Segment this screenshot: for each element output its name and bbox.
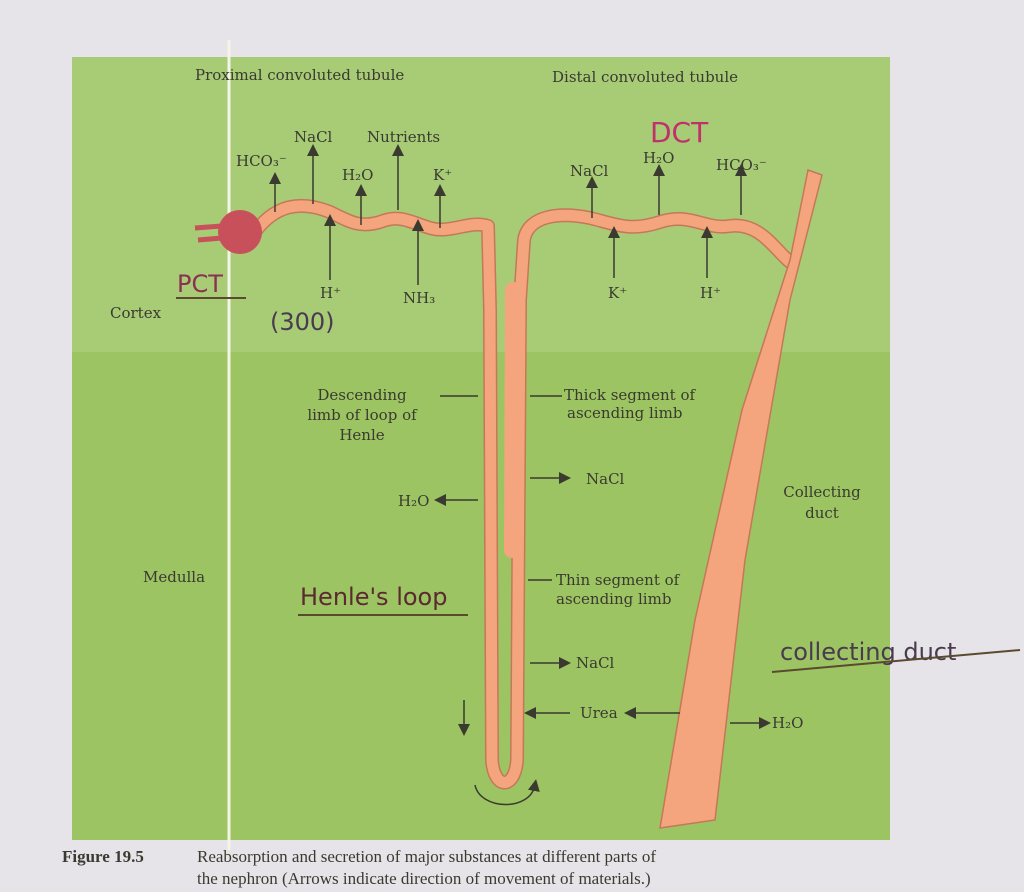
handwritten-henle: Henle's loop (300, 583, 447, 611)
pct-out-nutrients: Nutrients (367, 128, 440, 146)
handwritten-pct: PCT (177, 270, 223, 298)
svg-text:Henle: Henle (339, 426, 384, 444)
dct-out-nacl: NaCl (570, 162, 609, 180)
dct-in-h: H⁺ (700, 284, 721, 302)
dct-arrows (586, 164, 747, 278)
svg-text:limb of loop of: limb of loop of (307, 406, 418, 424)
cortex-label: Cortex (110, 304, 162, 322)
handwritten-collecting: collecting duct (780, 638, 956, 666)
cortex-region (72, 57, 890, 352)
medulla-label: Medulla (143, 568, 205, 586)
dct-title: Distal convoluted tubule (552, 68, 738, 86)
underline-collecting (771, 649, 1021, 673)
pct-title: Proximal convoluted tubule (195, 66, 404, 84)
thick-nacl: NaCl (586, 470, 625, 488)
svg-text:Descending: Descending (317, 386, 407, 404)
svg-text:Collecting: Collecting (783, 483, 861, 501)
dct-out-hco3: HCO₃⁻ (716, 156, 767, 174)
dct-out-h2o: H₂O (643, 149, 674, 167)
pct-out-h2o: H₂O (342, 166, 373, 184)
collecting-duct-shape (659, 169, 823, 829)
descending-h2o: H₂O (398, 492, 429, 510)
collecting-h2o: H₂O (772, 714, 803, 732)
thick-segment-label: Thick segment of (564, 386, 696, 404)
loop-arrows (434, 395, 771, 806)
thin-segment-label-2: ascending limb (556, 590, 671, 608)
caption-line-2: the nephron (Arrows indicate direction o… (197, 869, 651, 888)
pct-out-hco3: HCO₃⁻ (236, 152, 287, 170)
caption-line-1: Reabsorption and secretion of major subs… (197, 847, 656, 866)
collecting-duct-label: Collecting duct (783, 483, 861, 522)
arterioles (194, 223, 223, 243)
thick-segment-label-2: ascending limb (567, 404, 682, 422)
handwritten-300: (300) (270, 308, 335, 336)
pct-out-k: K⁺ (433, 166, 452, 184)
thin-segment-label: Thin segment of (556, 571, 681, 589)
dct-in-k: K⁺ (608, 284, 627, 302)
pct-out-nacl: NaCl (294, 128, 333, 146)
thin-nacl: NaCl (576, 654, 615, 672)
svg-text:duct: duct (805, 504, 839, 522)
handwritten-dct: DCT (650, 116, 709, 149)
pct-in-h: H⁺ (320, 284, 341, 302)
urea-label: Urea (580, 704, 618, 722)
pct-arrows (269, 144, 446, 285)
descending-limb-label: Descending limb of loop of Henle (307, 386, 418, 444)
glomerulus (218, 210, 262, 254)
figure-label: Figure 19.5 (62, 847, 144, 866)
nephron-tubule (248, 198, 797, 790)
pct-in-nh3: NH₃ (403, 289, 435, 307)
